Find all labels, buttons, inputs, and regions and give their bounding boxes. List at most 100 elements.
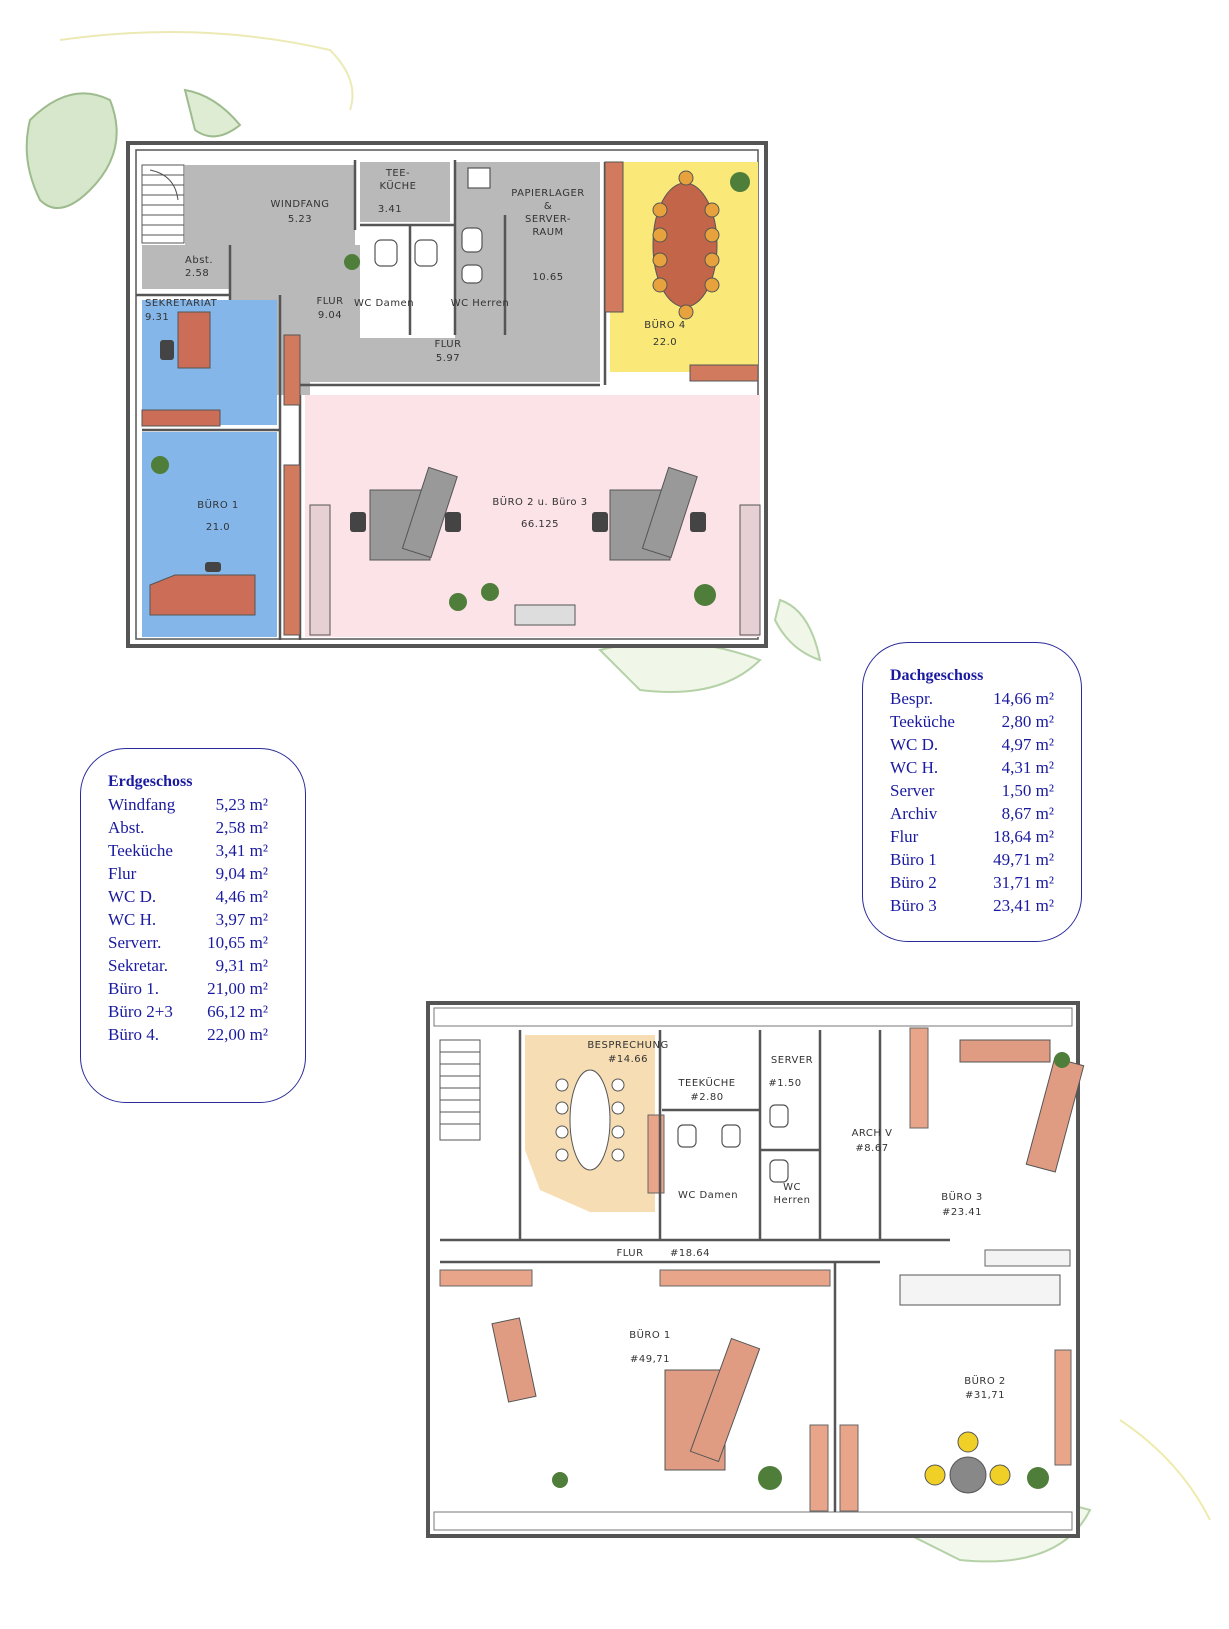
legend-room-area: 49,71 m² [993, 850, 1054, 869]
room-label-archiv: ARCH V [852, 1128, 893, 1139]
room-label-wc_herren: WC Herren [451, 298, 510, 309]
room-area-papierlager: 10.65 [532, 272, 563, 283]
salmon-cabinets [439, 1027, 1072, 1512]
room-label-papierlager: PAPIERLAGER&SERVER-RAUM [511, 188, 584, 238]
room-label-besprechung: BESPRECHUNG [587, 1040, 668, 1051]
legend-room-area: 22,00 m² [207, 1025, 268, 1044]
room-label-teekueche: TEE-KÜCHE [380, 168, 417, 192]
room-label-abst: Abst. [185, 255, 213, 266]
legend-room-area: 3,97 m² [215, 910, 268, 929]
legend-room-area: 66,12 m² [207, 1002, 268, 1021]
room-area-buero2: #31,71 [965, 1390, 1005, 1401]
conference-chairs [652, 170, 720, 320]
legend-room-area: 8,67 m² [1001, 804, 1054, 823]
attic-floor-labels: BESPRECHUNG #14.66 TEEKÜCHE #2.80 SERVER… [587, 1040, 1005, 1401]
legend-room-name: Büro 1 [890, 850, 937, 869]
room-label-buero3: BÜRO 3 [941, 1190, 983, 1203]
plant-icon [151, 456, 169, 474]
inner-walls [440, 1030, 950, 1512]
plant-icons [552, 1052, 1070, 1490]
legend-title: Dachgeschoss [890, 667, 984, 684]
leaf-sketch [59, 31, 354, 111]
plant-icon [758, 1466, 782, 1490]
room-label-windfang: WINDFANG [271, 199, 330, 210]
attic-floor-plan: BESPRECHUNG #14.66 TEEKÜCHE #2.80 SERVER… [426, 1001, 1085, 1538]
room-fill-teekueche [360, 162, 450, 222]
legend-title: Erdgeschoss [108, 773, 193, 790]
legend-room-area: 9,31 m² [215, 956, 268, 975]
legend-room-name: Teeküche [890, 712, 955, 731]
legend-row: Büro 2 31,71 m² [890, 871, 1054, 894]
room-area-teekueche: #2.80 [690, 1092, 723, 1103]
legend-room-area: 31,71 m² [993, 873, 1054, 892]
legend-row: Büro 4. 22,00 m² [108, 1023, 268, 1046]
legend-row: WC D. 4,97 m² [890, 733, 1054, 756]
plant-icon [481, 583, 499, 601]
room-label-sekretariat: SEKRETARIAT [145, 298, 218, 309]
staircase [141, 164, 185, 244]
legend-dachgeschoss: Dachgeschoss Bespr.14,66 m² Teeküche 2,80 … [862, 642, 1082, 942]
ground-floor-labels: WINDFANG 5.23 TEE-KÜCHE 3.41 PAPIERLAGER… [145, 168, 685, 533]
room-label-flur: FLUR [616, 1248, 643, 1259]
legend-row: Bespr.14,66 m² [890, 687, 1054, 710]
room-label-buero1: BÜRO 1 [629, 1328, 671, 1341]
leaf-sketch [1119, 1419, 1211, 1521]
leaf-sketch [25, 92, 118, 209]
legend-room-name: Sekretar. [108, 956, 168, 975]
ground-floor-plan: WINDFANG 5.23 TEE-KÜCHE 3.41 PAPIERLAGER… [126, 141, 768, 648]
legend-row: Büro 2+3 66,12 m² [108, 1000, 268, 1023]
leaf-sketch [183, 88, 242, 138]
room-label-buero23: BÜRO 2 u. Büro 3 [492, 495, 587, 508]
legend-room-area: 5,23 m² [215, 795, 268, 814]
legend-room-area: 2,80 m² [1001, 712, 1054, 731]
room-fill-abst [142, 245, 230, 289]
legend-row: Serverr.10,65 m² [108, 931, 268, 954]
legend-row: Büro 1 49,71 m² [890, 848, 1054, 871]
room-area-server: #1.50 [768, 1078, 801, 1089]
legend-room-name: Büro 4. [108, 1025, 159, 1044]
legend-room-name: WC D. [890, 735, 939, 754]
legend-room-name: Büro 2 [890, 873, 937, 892]
legend-room-name: Archiv [890, 804, 938, 823]
legend-room-name: Flur [890, 827, 919, 846]
legend-room-name: Bespr. [890, 689, 933, 708]
plant-icon [344, 254, 360, 270]
legend-room-name: Server [890, 781, 935, 800]
room-label-buero1: BÜRO 1 [197, 498, 239, 511]
legend-room-area: 4,97 m² [1001, 735, 1054, 754]
room-area-buero3: #23.41 [942, 1207, 982, 1218]
room-label-teekueche: TEEKÜCHE [677, 1076, 735, 1089]
legend-room-name: Windfang [108, 795, 176, 814]
legend-row: Teeküche 2,80 m² [890, 710, 1054, 733]
legend-row: Abst.2,58 m² [108, 816, 268, 839]
room-area-buero4: 22.0 [653, 337, 677, 348]
legend-room-name: Teeküche [108, 841, 173, 860]
legend-row: Büro 1.21,00 m² [108, 977, 268, 1000]
legend-room-area: 4,46 m² [215, 887, 268, 906]
room-label-flur2: FLUR [434, 339, 461, 350]
wc-fixtures [677, 1104, 789, 1183]
legend-row: WC H.4,31 m² [890, 756, 1054, 779]
staircase [439, 1039, 481, 1141]
legend-room-name: WC H. [108, 910, 157, 929]
room-area-flur1: 9.04 [318, 310, 342, 321]
legend-row: WC D. 4,46 m² [108, 885, 268, 908]
legend-room-area: 4,31 m² [1001, 758, 1054, 777]
legend-room-area: 21,00 m² [207, 979, 268, 998]
legend-room-area: 23,41 m² [993, 896, 1054, 915]
room-label-flur1: FLUR [316, 296, 343, 307]
plant-icon [730, 172, 750, 192]
legend-room-name: WC D. [108, 887, 157, 906]
leaf-sketch [598, 641, 762, 693]
plant-icon [1054, 1052, 1070, 1068]
legend-room-name: Flur [108, 864, 137, 883]
room-area-flur2: 5.97 [436, 353, 460, 364]
legend-room-name: Büro 2+3 [108, 1002, 173, 1021]
room-area-windfang: 5.23 [288, 214, 312, 225]
